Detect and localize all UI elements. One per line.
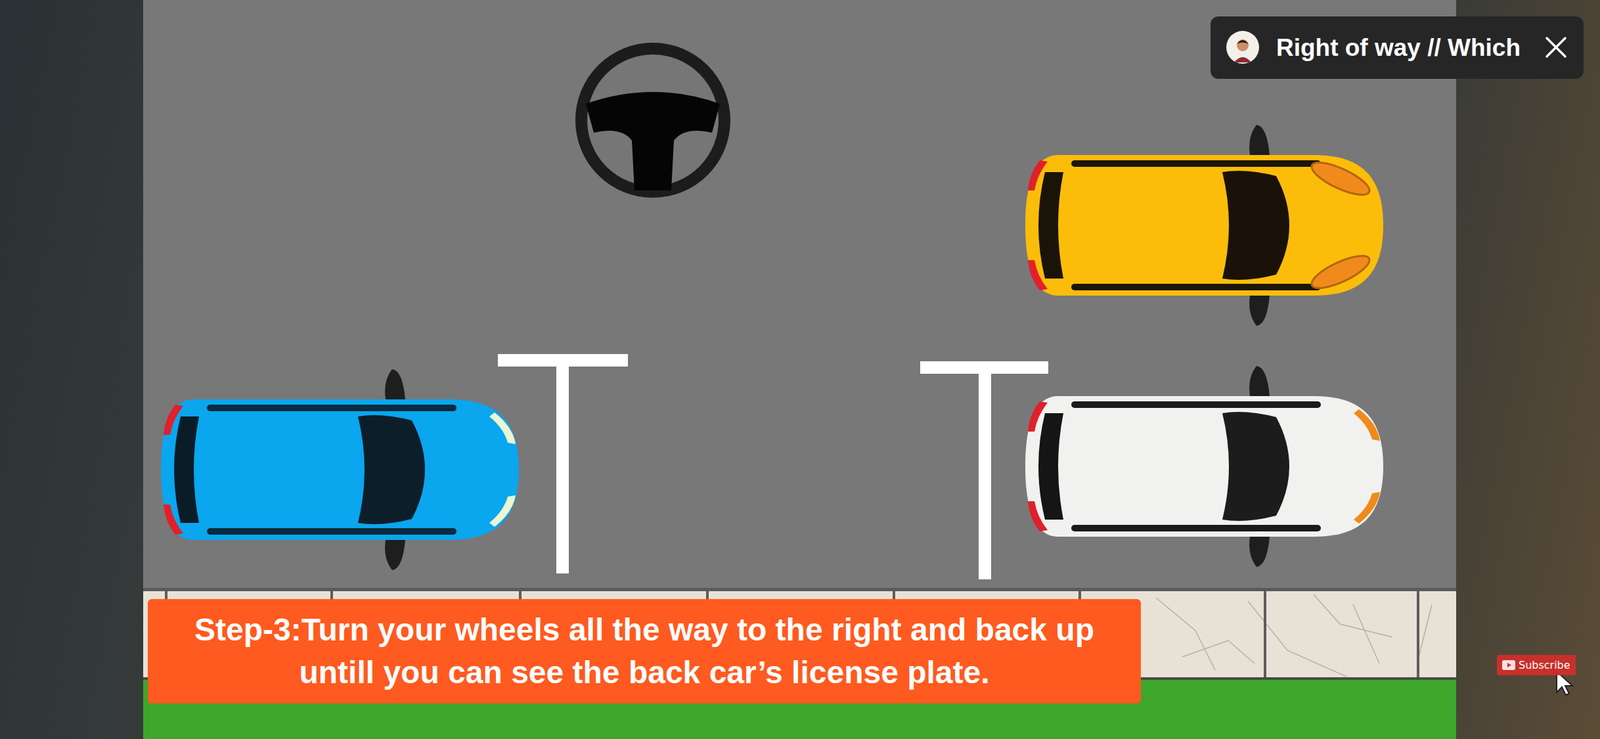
white-car-part [1071, 524, 1321, 532]
yellow-car-part [1025, 155, 1384, 296]
blue-car-part [357, 415, 425, 525]
blue-car-part [489, 412, 516, 445]
road [143, 0, 1457, 590]
yellow-car-part [1071, 160, 1321, 167]
white-car-part [1222, 411, 1290, 521]
sidewalk-part-part [1416, 589, 1420, 679]
node-text: Right of way // Which [1276, 34, 1521, 62]
node-text: Step-3:Turn your wheels all the way to t… [167, 608, 1122, 695]
subscribe-button: Subscribe [1496, 654, 1576, 676]
yellow-car-part [1071, 283, 1321, 291]
sidewalk-part [1155, 594, 1432, 677]
blue-car-part [174, 416, 200, 523]
blue-car-part [206, 528, 457, 535]
channel-avatar [1224, 29, 1261, 66]
yellow-car-part [1307, 249, 1374, 295]
video-title-overlay: Right of way // Which [1210, 16, 1584, 79]
yellow-car-part [1038, 172, 1064, 279]
steering-wheel [581, 48, 725, 192]
white-car-part [1249, 365, 1270, 397]
parking-t-mark-part [497, 354, 628, 367]
sidewalk-part-part [1263, 589, 1267, 679]
sidewalk-part [143, 587, 1457, 592]
sidewalk-part-part [1313, 594, 1393, 638]
sidewalk-part-part [1418, 604, 1432, 657]
parking-t-mark-part [556, 365, 569, 574]
instruction-banner: Step-3:Turn your wheels all the way to t… [147, 599, 1141, 704]
white-car-part [1353, 409, 1380, 441]
blue-car [160, 369, 519, 571]
side-background-part [0, 0, 144, 739]
sidewalk-part-part [1353, 604, 1380, 664]
yellow-car [1025, 124, 1384, 326]
white-car-part [1025, 396, 1384, 537]
steering-wheel-part [581, 48, 725, 192]
blue-car-part [206, 404, 457, 412]
parking-t-mark-part [920, 361, 1049, 374]
close-icon [1542, 34, 1570, 61]
play-icon [1502, 660, 1516, 670]
white-car-part [1249, 536, 1270, 567]
sidewalk-part-part [1155, 597, 1216, 670]
blue-car-part [384, 369, 406, 400]
sidewalk-part-part [1247, 600, 1347, 677]
white-car-part [1353, 491, 1380, 524]
blue-car-part [160, 399, 519, 540]
parking-t-mark [497, 354, 1049, 580]
yellow-car-part [1307, 156, 1374, 201]
side-background-part [1456, 0, 1600, 739]
steering-wheel-part [585, 91, 720, 191]
blue-car-part [384, 539, 406, 571]
white-car-part [1038, 413, 1064, 520]
white-car-part [1071, 401, 1321, 408]
node-text: Subscribe [1518, 658, 1571, 672]
parking-t-mark-part [978, 372, 992, 580]
yellow-car-part [1249, 124, 1270, 156]
white-car [1025, 365, 1384, 567]
yellow-car-part [1222, 170, 1290, 280]
sidewalk-part-part [1182, 640, 1255, 664]
blue-car-part [489, 495, 516, 527]
yellow-car-part [1249, 295, 1270, 326]
